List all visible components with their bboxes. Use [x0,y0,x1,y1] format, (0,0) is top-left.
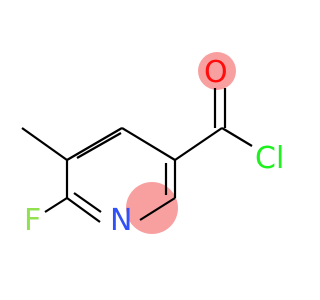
molecule-structure: O Cl F N [21,52,284,238]
structure-canvas: O Cl F N [21,52,285,238]
bond-ring-c4-n [139,197,176,221]
oxygen-label: O [204,55,228,90]
oxygen-highlight [198,52,236,90]
nitrogen-highlight [126,182,178,234]
bond-ring-c2-c3 [121,127,176,161]
bond-carbonyl-attach [174,127,223,161]
bond-ring-c1-c2-inner [76,132,122,159]
bond-ring-n-c5-inner [73,192,102,213]
fluorine-label: F [24,203,41,238]
nitrogen-label: N [110,203,132,238]
bond-fluorine [44,197,68,213]
bond-methyl [21,127,68,161]
bond-ring-n-c5 [66,197,101,223]
chlorine-label: Cl [255,141,284,176]
bond-ring-c1-c2 [66,127,123,161]
bond-acyl-chloride [221,127,253,147]
